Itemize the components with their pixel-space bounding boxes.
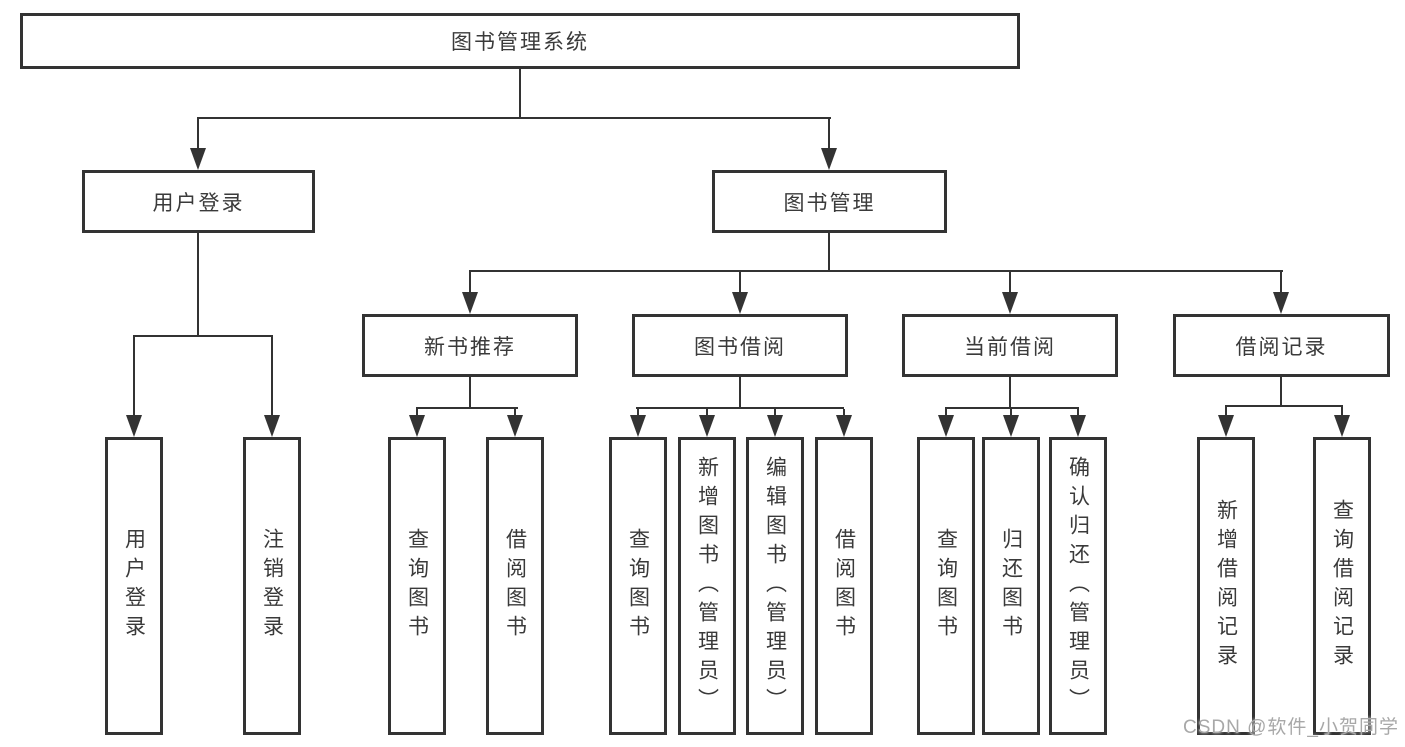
connector-stem xyxy=(828,119,830,151)
arrow-down-icon xyxy=(507,415,523,437)
leaf-borrow-edit-books: 编辑图书（管理员） xyxy=(746,437,804,735)
leaf-borrow-add-books-label: 新增图书（管理员） xyxy=(695,455,719,717)
arrow-down-icon xyxy=(767,415,783,437)
leaf-rec-borrow-books: 借阅图书 xyxy=(486,437,544,735)
arrow-down-icon xyxy=(699,415,715,437)
leaf-records-add-record: 新增借阅记录 xyxy=(1197,437,1255,735)
connector-level2-branch xyxy=(197,117,831,119)
connector-stem xyxy=(1077,409,1079,419)
arrow-down-icon xyxy=(190,148,206,170)
arrow-down-icon xyxy=(836,415,852,437)
connector-stem xyxy=(1280,272,1282,292)
connector-stem xyxy=(1009,272,1011,292)
watermark: CSDN @软件_小贺同学 xyxy=(1183,717,1399,738)
node-current-borrowing: 当前借阅 xyxy=(902,314,1118,377)
leaf-current-confirm-return-label: 确认归还（管理员） xyxy=(1066,455,1090,717)
node-root: 图书管理系统 xyxy=(20,13,1020,69)
node-book-borrowing-label: 图书借阅 xyxy=(694,335,786,359)
connector-current-borrowing-branch xyxy=(945,407,1079,409)
leaf-borrow-borrow-books: 借阅图书 xyxy=(815,437,873,735)
connector-user-login-trunk xyxy=(197,233,199,335)
connector-stem xyxy=(843,409,845,419)
leaf-records-add-record-label: 新增借阅记录 xyxy=(1214,499,1238,673)
arrow-down-icon xyxy=(732,292,748,314)
arrow-down-icon xyxy=(264,415,280,437)
leaf-rec-query-books-label: 查询图书 xyxy=(405,528,429,644)
connector-borrowing-records-branch xyxy=(1225,405,1343,407)
arrow-down-icon xyxy=(1003,415,1019,437)
leaf-borrow-query-books-label: 查询图书 xyxy=(626,528,650,644)
arrow-down-icon xyxy=(630,415,646,437)
leaf-rec-borrow-books-label: 借阅图书 xyxy=(503,528,527,644)
connector-stem xyxy=(416,409,418,419)
arrow-down-icon xyxy=(126,415,142,437)
node-borrowing-records: 借阅记录 xyxy=(1173,314,1390,377)
leaf-logout-label: 注销登录 xyxy=(260,528,284,644)
arrow-down-icon xyxy=(821,148,837,170)
leaf-borrow-borrow-books-label: 借阅图书 xyxy=(832,528,856,644)
leaf-current-confirm-return: 确认归还（管理员） xyxy=(1049,437,1107,735)
connector-new-book-rec-branch xyxy=(416,407,518,409)
leaf-logout: 注销登录 xyxy=(243,437,301,735)
leaf-borrow-add-books: 新增图书（管理员） xyxy=(678,437,736,735)
leaf-borrow-query-books: 查询图书 xyxy=(609,437,667,735)
arrow-down-icon xyxy=(409,415,425,437)
leaf-user-login-label: 用户登录 xyxy=(122,528,146,644)
arrow-down-icon xyxy=(938,415,954,437)
connector-user-login-branch xyxy=(133,335,273,337)
leaf-current-return-books-label: 归还图书 xyxy=(999,528,1023,644)
leaf-user-login: 用户登录 xyxy=(105,437,163,735)
arrow-down-icon xyxy=(1002,292,1018,314)
connector-stem xyxy=(197,119,199,151)
connector-stem xyxy=(1341,407,1343,419)
leaf-records-query-record: 查询借阅记录 xyxy=(1313,437,1371,735)
connector-stem xyxy=(739,272,741,292)
arrow-down-icon xyxy=(462,292,478,314)
arrow-down-icon xyxy=(1218,415,1234,437)
node-book-management: 图书管理 xyxy=(712,170,947,233)
node-new-book-recommendation: 新书推荐 xyxy=(362,314,578,377)
connector-current-borrowing-trunk xyxy=(1009,377,1011,407)
node-borrowing-records-label: 借阅记录 xyxy=(1235,335,1328,359)
leaf-current-query-books-label: 查询图书 xyxy=(934,528,958,644)
connector-stem xyxy=(1010,409,1012,419)
connector-root-trunk xyxy=(519,69,521,117)
leaf-records-query-record-label: 查询借阅记录 xyxy=(1330,499,1354,673)
node-book-borrowing: 图书借阅 xyxy=(632,314,848,377)
leaf-current-return-books: 归还图书 xyxy=(982,437,1040,735)
arrow-down-icon xyxy=(1334,415,1350,437)
connector-stem xyxy=(271,337,273,417)
arrow-down-icon xyxy=(1273,292,1289,314)
connector-stem xyxy=(133,337,135,417)
node-new-book-recommendation-label: 新书推荐 xyxy=(424,335,516,359)
connector-stem xyxy=(637,409,639,419)
connector-stem xyxy=(706,409,708,419)
connector-stem xyxy=(774,409,776,419)
connector-stem xyxy=(469,272,471,292)
connector-book-mgmt-trunk xyxy=(828,233,830,270)
node-user-login: 用户登录 xyxy=(82,170,315,233)
arrow-down-icon xyxy=(1070,415,1086,437)
connector-stem xyxy=(514,409,516,419)
node-root-label: 图书管理系统 xyxy=(451,31,589,54)
leaf-current-query-books: 查询图书 xyxy=(917,437,975,735)
leaf-borrow-edit-books-label: 编辑图书（管理员） xyxy=(763,455,787,717)
connector-book-borrowing-trunk xyxy=(739,377,741,407)
connector-borrowing-records-trunk xyxy=(1280,377,1282,405)
node-user-login-label: 用户登录 xyxy=(152,191,245,215)
leaf-rec-query-books: 查询图书 xyxy=(388,437,446,735)
connector-level3-branch xyxy=(469,270,1283,272)
connector-stem xyxy=(1225,407,1227,419)
connector-new-book-rec-trunk xyxy=(469,377,471,407)
node-book-management-label: 图书管理 xyxy=(783,191,876,215)
node-current-borrowing-label: 当前借阅 xyxy=(964,335,1056,359)
connector-stem xyxy=(945,409,947,419)
connector-book-borrowing-branch xyxy=(636,407,844,409)
